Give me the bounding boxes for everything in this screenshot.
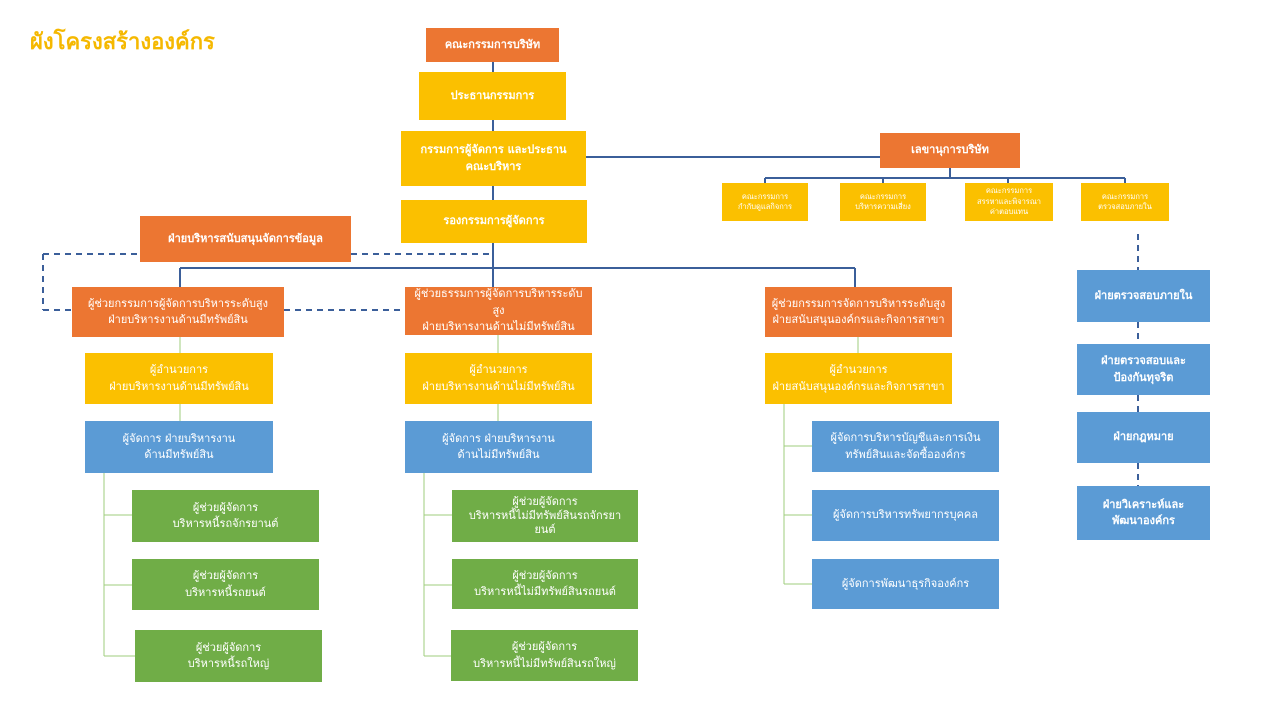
- fraud-prevention-dept-box: ฝ่ายตรวจสอบและ ป้องกันทุจริต: [1077, 344, 1210, 395]
- org-development-dept-box: ฝ่ายวิเคราะห์และ พัฒนาองค์กร: [1077, 486, 1210, 540]
- chairman-box: ประธานกรรมการ: [419, 72, 566, 120]
- managing-director-box: กรรมการผู้จัดการ และประธาน คณะบริหาร: [401, 131, 586, 186]
- col1-director-box: ผู้อำนวยการ ฝ่ายบริหารงานด้านมีทรัพย์สิน: [85, 353, 273, 404]
- col3-sub1-box: ผู้จัดการบริหารบัญชีและการเงิน ทรัพย์สิน…: [812, 421, 999, 472]
- col2-sub1-box: ผู้ช่วยผู้จัดการ บริหารหนี้ไม่มีทรัพย์สิ…: [452, 490, 638, 542]
- col2-director-box: ผู้อำนวยการ ฝ่ายบริหารงานด้านไม่มีทรัพย์…: [405, 353, 592, 404]
- board-of-directors-box: คณะกรรมการบริษัท: [426, 28, 559, 62]
- col3-sub2-box: ผู้จัดการบริหารทรัพยากรบุคคล: [812, 490, 999, 541]
- col3-director-box: ผู้อำนวยการ ฝ่ายสนับสนุนองค์กรและกิจการส…: [765, 353, 952, 404]
- committee-nomination-box: คณะกรรมการ สรรหาและพิจารณา ค่าตอบแทน: [965, 183, 1053, 221]
- col1-sub1-box: ผู้ช่วยผู้จัดการ บริหารหนี้รถจักรยานต์: [132, 490, 319, 542]
- col2-head-box: ผู้ช่วยธรรมการผู้จัดการบริหารระดับสูง ฝ่…: [405, 287, 592, 335]
- company-secretary-box: เลขานุการบริษัท: [880, 133, 1020, 168]
- col1-manager-box: ผู้จัดการ ฝ่ายบริหารงาน ด้านมีทรัพย์สิน: [85, 421, 273, 473]
- committee-governance-box: คณะกรรมการ กำกับดูแลกิจการ: [722, 183, 808, 221]
- col3-head-box: ผู้ช่วยกรรมการจัดการบริหารระดับสูง ฝ่ายส…: [765, 287, 952, 337]
- col1-head-box: ผู้ช่วยกรรมการผู้จัดการบริหารระดับสูง ฝ่…: [72, 287, 284, 337]
- col1-sub2-box: ผู้ช่วยผู้จัดการ บริหารหนี้รถยนต์: [132, 559, 319, 610]
- col1-sub3-box: ผู้ช่วยผู้จัดการ บริหารหนี้รถใหญ่: [135, 630, 322, 682]
- committee-audit-box: คณะกรรมการ ตรวจสอบภายใน: [1081, 183, 1169, 221]
- col3-sub3-box: ผู้จัดการพัฒนาธุรกิจองค์กร: [812, 559, 999, 609]
- internal-audit-dept-box: ฝ่ายตรวจสอบภายใน: [1077, 270, 1210, 322]
- col2-sub3-box: ผู้ช่วยผู้จัดการ บริหารหนี้ไม่มีทรัพย์สิ…: [451, 630, 638, 681]
- committee-risk-box: คณะกรรมการ บริหารความเสี่ยง: [840, 183, 926, 221]
- page-title: ผังโครงสร้างองค์กร: [30, 30, 215, 55]
- deputy-managing-director-box: รองกรรมการผู้จัดการ: [401, 200, 587, 243]
- col2-manager-box: ผู้จัดการ ฝ่ายบริหารงาน ด้านไม่มีทรัพย์ส…: [405, 421, 592, 473]
- data-support-dept-box: ฝ่ายบริหารสนับสนุนจัดการข้อมูล: [140, 216, 351, 262]
- col2-sub2-box: ผู้ช่วยผู้จัดการ บริหารหนี้ไม่มีทรัพย์สิ…: [452, 559, 638, 609]
- legal-dept-box: ฝ่ายกฎหมาย: [1077, 412, 1210, 463]
